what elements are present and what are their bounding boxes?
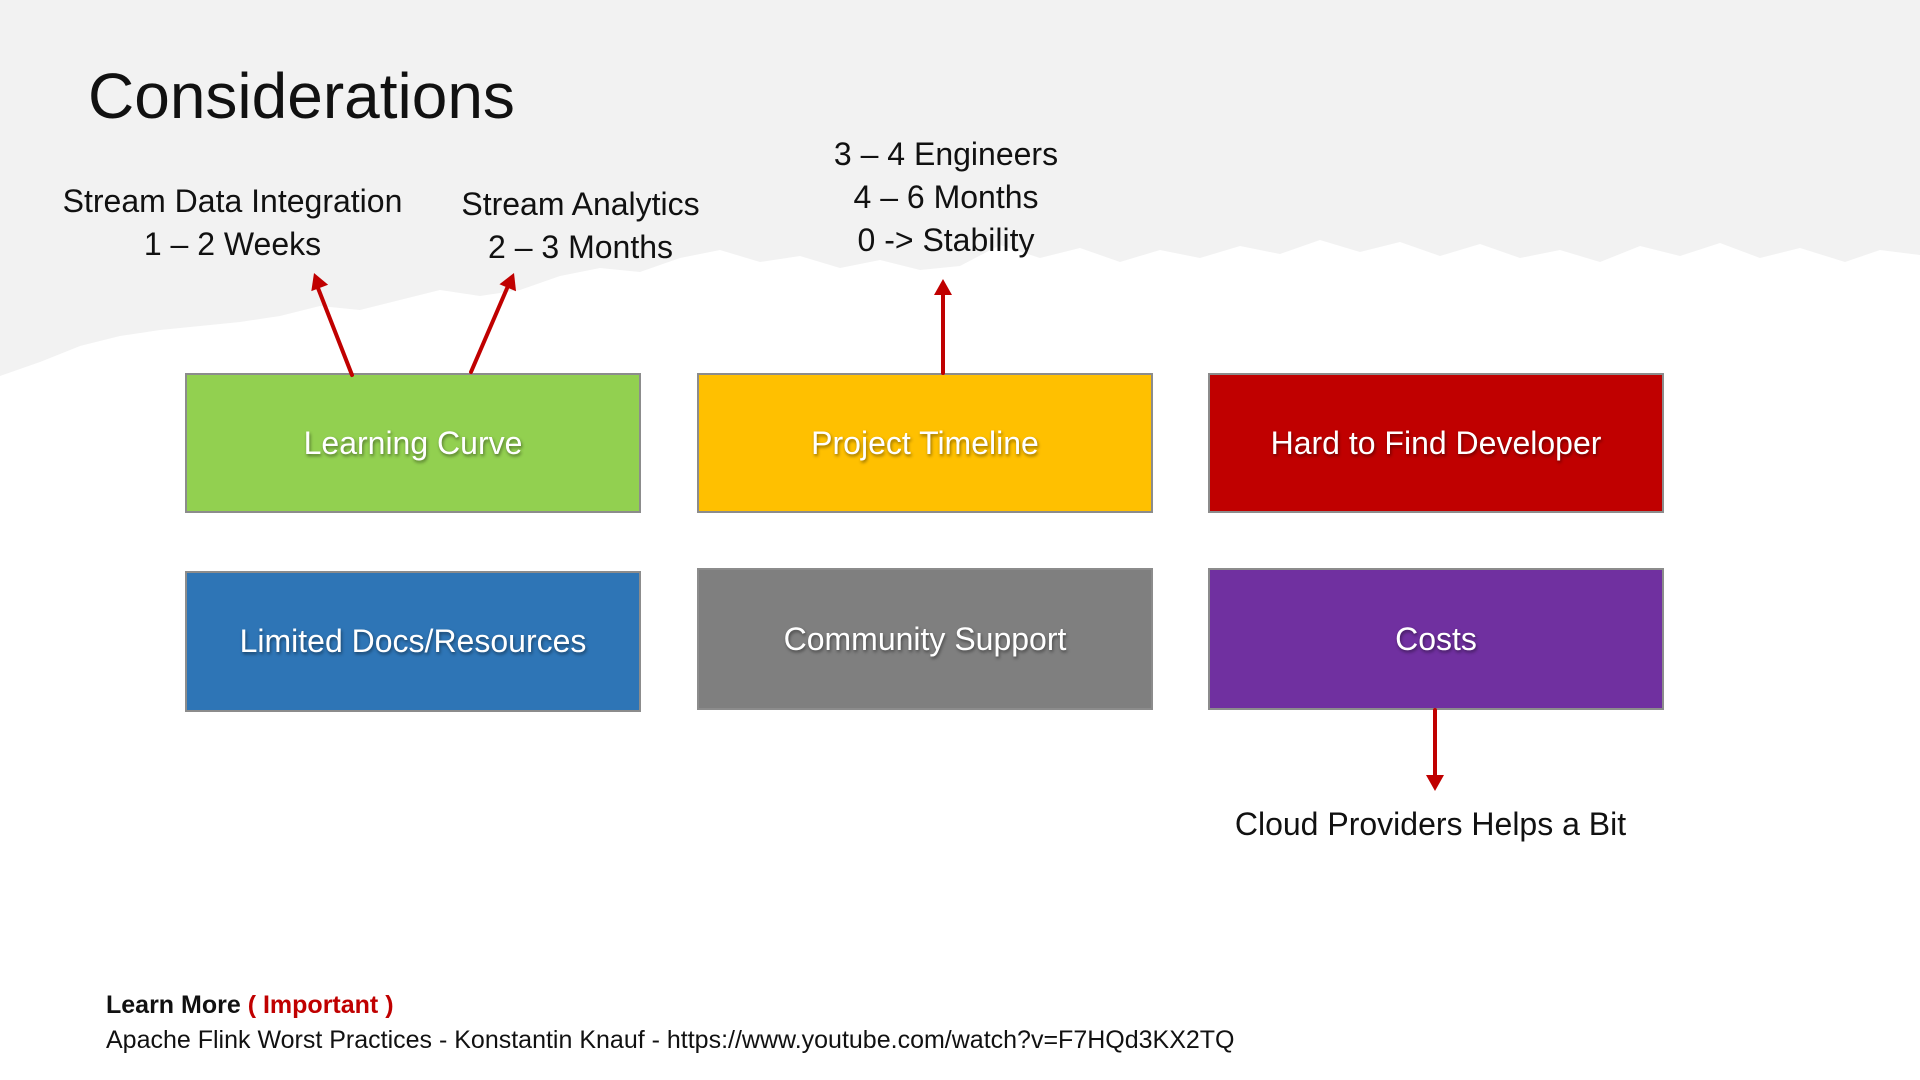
box-label: Project Timeline [811, 424, 1039, 461]
reference-link[interactable]: Apache Flink Worst Practices - Konstanti… [106, 1026, 1235, 1054]
box-label: Learning Curve [303, 424, 523, 461]
important-label: ( Important ) [247, 991, 394, 1019]
box-label: Community Support [783, 620, 1067, 657]
slide-title: Considerations [88, 60, 515, 132]
box-limited-docs-resources: Limited Docs/Resources [185, 571, 641, 712]
note-costs: Cloud Providers Helps a Bit [1203, 803, 1658, 846]
note-line: 2 – 3 Months [488, 229, 673, 265]
note-line: 1 – 2 Weeks [143, 226, 322, 262]
note-line: Stream Data Integration [62, 183, 403, 219]
note-line: Cloud Providers Helps a Bit [1234, 806, 1627, 842]
note-stream-analytics: Stream Analytics 2 – 3 Months [453, 183, 708, 269]
learn-more-label: Learn More [106, 991, 241, 1019]
box-label: Limited Docs/Resources [239, 623, 587, 659]
box-label: Hard to Find Developer [1270, 424, 1602, 461]
box-project-timeline: Project Timeline [697, 373, 1153, 513]
note-line: 3 – 4 Engineers [833, 136, 1059, 172]
note-project-timeline: 3 – 4 Engineers 4 – 6 Months 0 -> Stabil… [800, 133, 1092, 262]
box-hard-to-find-developer: Hard to Find Developer [1208, 373, 1664, 513]
box-learning-curve: Learning Curve [185, 373, 641, 513]
note-line: 4 – 6 Months [853, 179, 1039, 215]
learn-more-line: Learn More ( Important ) [106, 988, 1235, 1023]
note-line: Stream Analytics [461, 186, 700, 222]
box-costs: Costs [1208, 568, 1664, 710]
box-community-support: Community Support [697, 568, 1153, 710]
box-label: Costs [1395, 620, 1477, 657]
note-stream-data-integration: Stream Data Integration 1 – 2 Weeks [55, 180, 410, 266]
footer: Learn More ( Important ) Apache Flink Wo… [106, 988, 1235, 1058]
note-line: 0 -> Stability [857, 222, 1035, 258]
